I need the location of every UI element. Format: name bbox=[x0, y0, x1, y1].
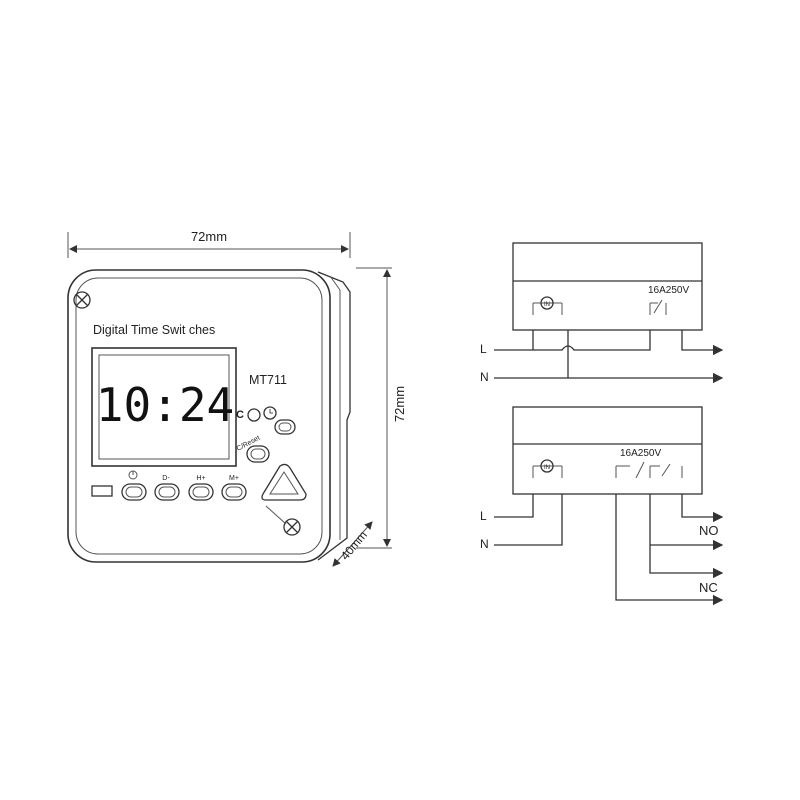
hour-plus-button-group: H+ bbox=[188, 475, 214, 501]
minute-plus-button-group: M+ bbox=[221, 475, 247, 501]
depth-label: 40mm bbox=[338, 528, 370, 563]
day-minus-button[interactable] bbox=[154, 483, 180, 501]
line-l-label: L bbox=[480, 342, 487, 356]
nc-label: NC bbox=[699, 580, 718, 595]
clear-knob[interactable] bbox=[247, 408, 261, 422]
minute-plus-label: M+ bbox=[229, 475, 239, 482]
power-button[interactable] bbox=[121, 483, 147, 501]
line-l-label: L bbox=[480, 509, 487, 523]
day-minus-label: D- bbox=[162, 475, 170, 482]
clear-label: C bbox=[236, 409, 244, 421]
hour-plus-button[interactable] bbox=[188, 483, 214, 501]
status-led bbox=[91, 485, 113, 497]
model-label: MT711 bbox=[249, 373, 287, 387]
brand-label: Digital Time Swit ches bbox=[93, 323, 215, 337]
minute-plus-button[interactable] bbox=[221, 483, 247, 501]
line-n-label: N bbox=[480, 370, 489, 384]
power-icon bbox=[128, 470, 138, 480]
no-label: NO bbox=[699, 523, 719, 538]
line-n-label: N bbox=[480, 537, 489, 551]
wiring-bottom: IN 16A250V L N NO NC bbox=[480, 406, 724, 606]
rating-label: 16A250V bbox=[620, 448, 661, 459]
hour-plus-label: H+ bbox=[196, 475, 205, 482]
rating-label: 16A250V bbox=[648, 285, 689, 296]
reset-button[interactable] bbox=[246, 445, 270, 463]
screw-icon bbox=[283, 518, 301, 536]
bottom-module-box bbox=[512, 406, 703, 495]
lcd-display bbox=[91, 347, 237, 467]
height-dimension: 72mm bbox=[356, 267, 407, 549]
clock-time: 10:24 bbox=[96, 378, 234, 432]
width-label: 72mm bbox=[191, 229, 227, 244]
top-module-box bbox=[512, 242, 703, 331]
power-button-group bbox=[121, 470, 147, 501]
triangle-button[interactable] bbox=[261, 463, 307, 501]
coil-label: IN bbox=[544, 465, 550, 471]
clock-icon bbox=[263, 406, 277, 420]
height-label: 72mm bbox=[392, 386, 407, 422]
day-minus-button-group: D- bbox=[154, 475, 180, 501]
screw-icon bbox=[73, 291, 91, 309]
coil-label: IN bbox=[544, 302, 550, 308]
device-drawing: Digital Time Swit ches 10:24 MT711 C C/R… bbox=[67, 269, 351, 563]
wiring-top: IN 16A250V L N bbox=[480, 242, 724, 384]
set-button[interactable] bbox=[274, 419, 296, 435]
coil-icon bbox=[540, 296, 554, 310]
width-dimension: 72mm bbox=[67, 229, 351, 258]
coil-icon bbox=[540, 459, 554, 473]
